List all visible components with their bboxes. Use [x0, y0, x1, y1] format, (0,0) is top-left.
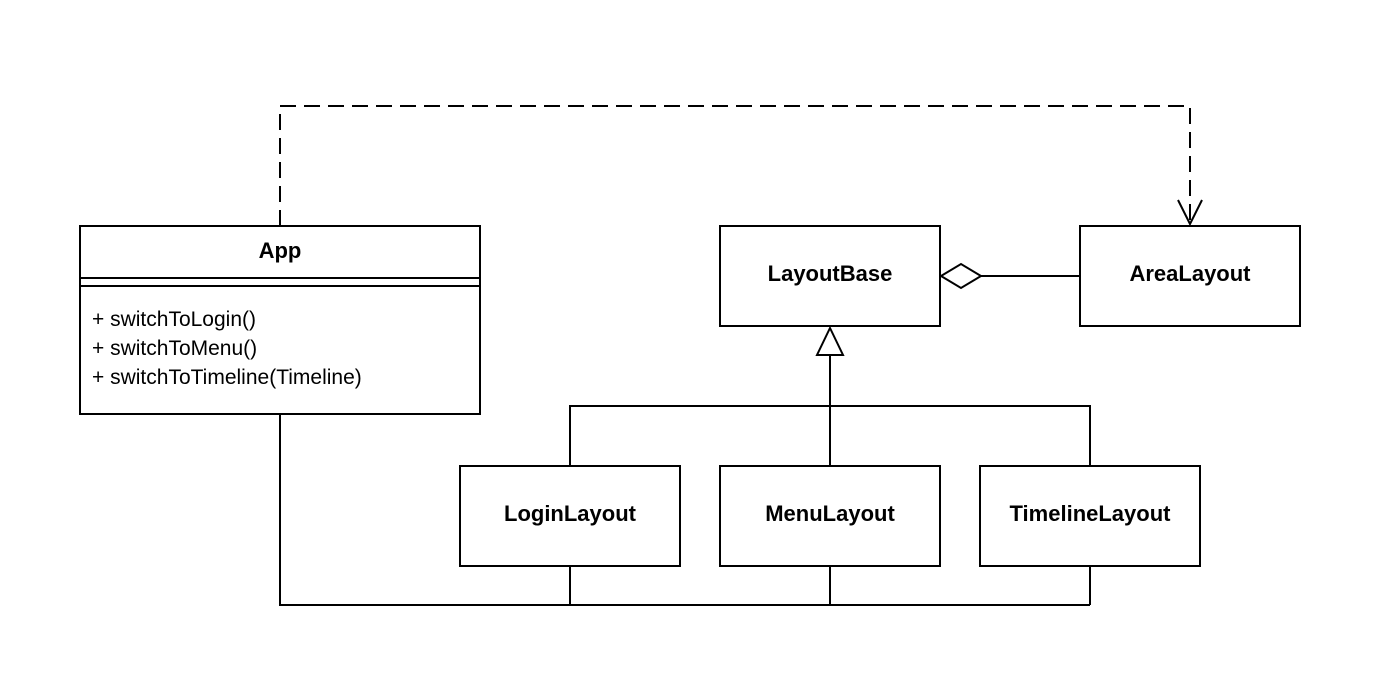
class-name-timelinelayout: TimelineLayout: [1010, 501, 1172, 526]
method-switch-to-timeline: + switchToTimeline(Timeline): [92, 366, 362, 389]
method-switch-to-login: + switchToLogin(): [92, 308, 256, 331]
class-layoutbase[interactable]: LayoutBase: [719, 225, 941, 327]
class-timelinelayout[interactable]: TimelineLayout: [979, 465, 1201, 567]
open-arrowhead: [1177, 199, 1203, 227]
class-arealayout[interactable]: AreaLayout: [1079, 225, 1301, 327]
class-name-menulayout: MenuLayout: [765, 501, 895, 526]
class-menulayout[interactable]: MenuLayout: [719, 465, 941, 567]
hollow-triangle-arrowhead: [815, 325, 845, 356]
association-edge-app-to-layouts: [279, 414, 1091, 606]
class-app[interactable]: App + switchToLogin() + switchToMenu() +…: [79, 225, 481, 415]
method-switch-to-menu: + switchToMenu(): [92, 337, 257, 360]
class-name-arealayout: AreaLayout: [1129, 261, 1251, 286]
class-name-loginlayout: LoginLayout: [504, 501, 637, 526]
class-name-layoutbase: LayoutBase: [768, 261, 893, 286]
aggregation-edge-arealayout-to-layoutbase: [939, 262, 1080, 290]
generalization-edge-to-layoutbase: [569, 325, 1091, 466]
hollow-diamond-arrowhead: [939, 262, 983, 290]
class-name-app: App: [259, 238, 302, 263]
class-loginlayout[interactable]: LoginLayout: [459, 465, 681, 567]
dependency-edge-app-to-arealayout: [279, 105, 1203, 227]
